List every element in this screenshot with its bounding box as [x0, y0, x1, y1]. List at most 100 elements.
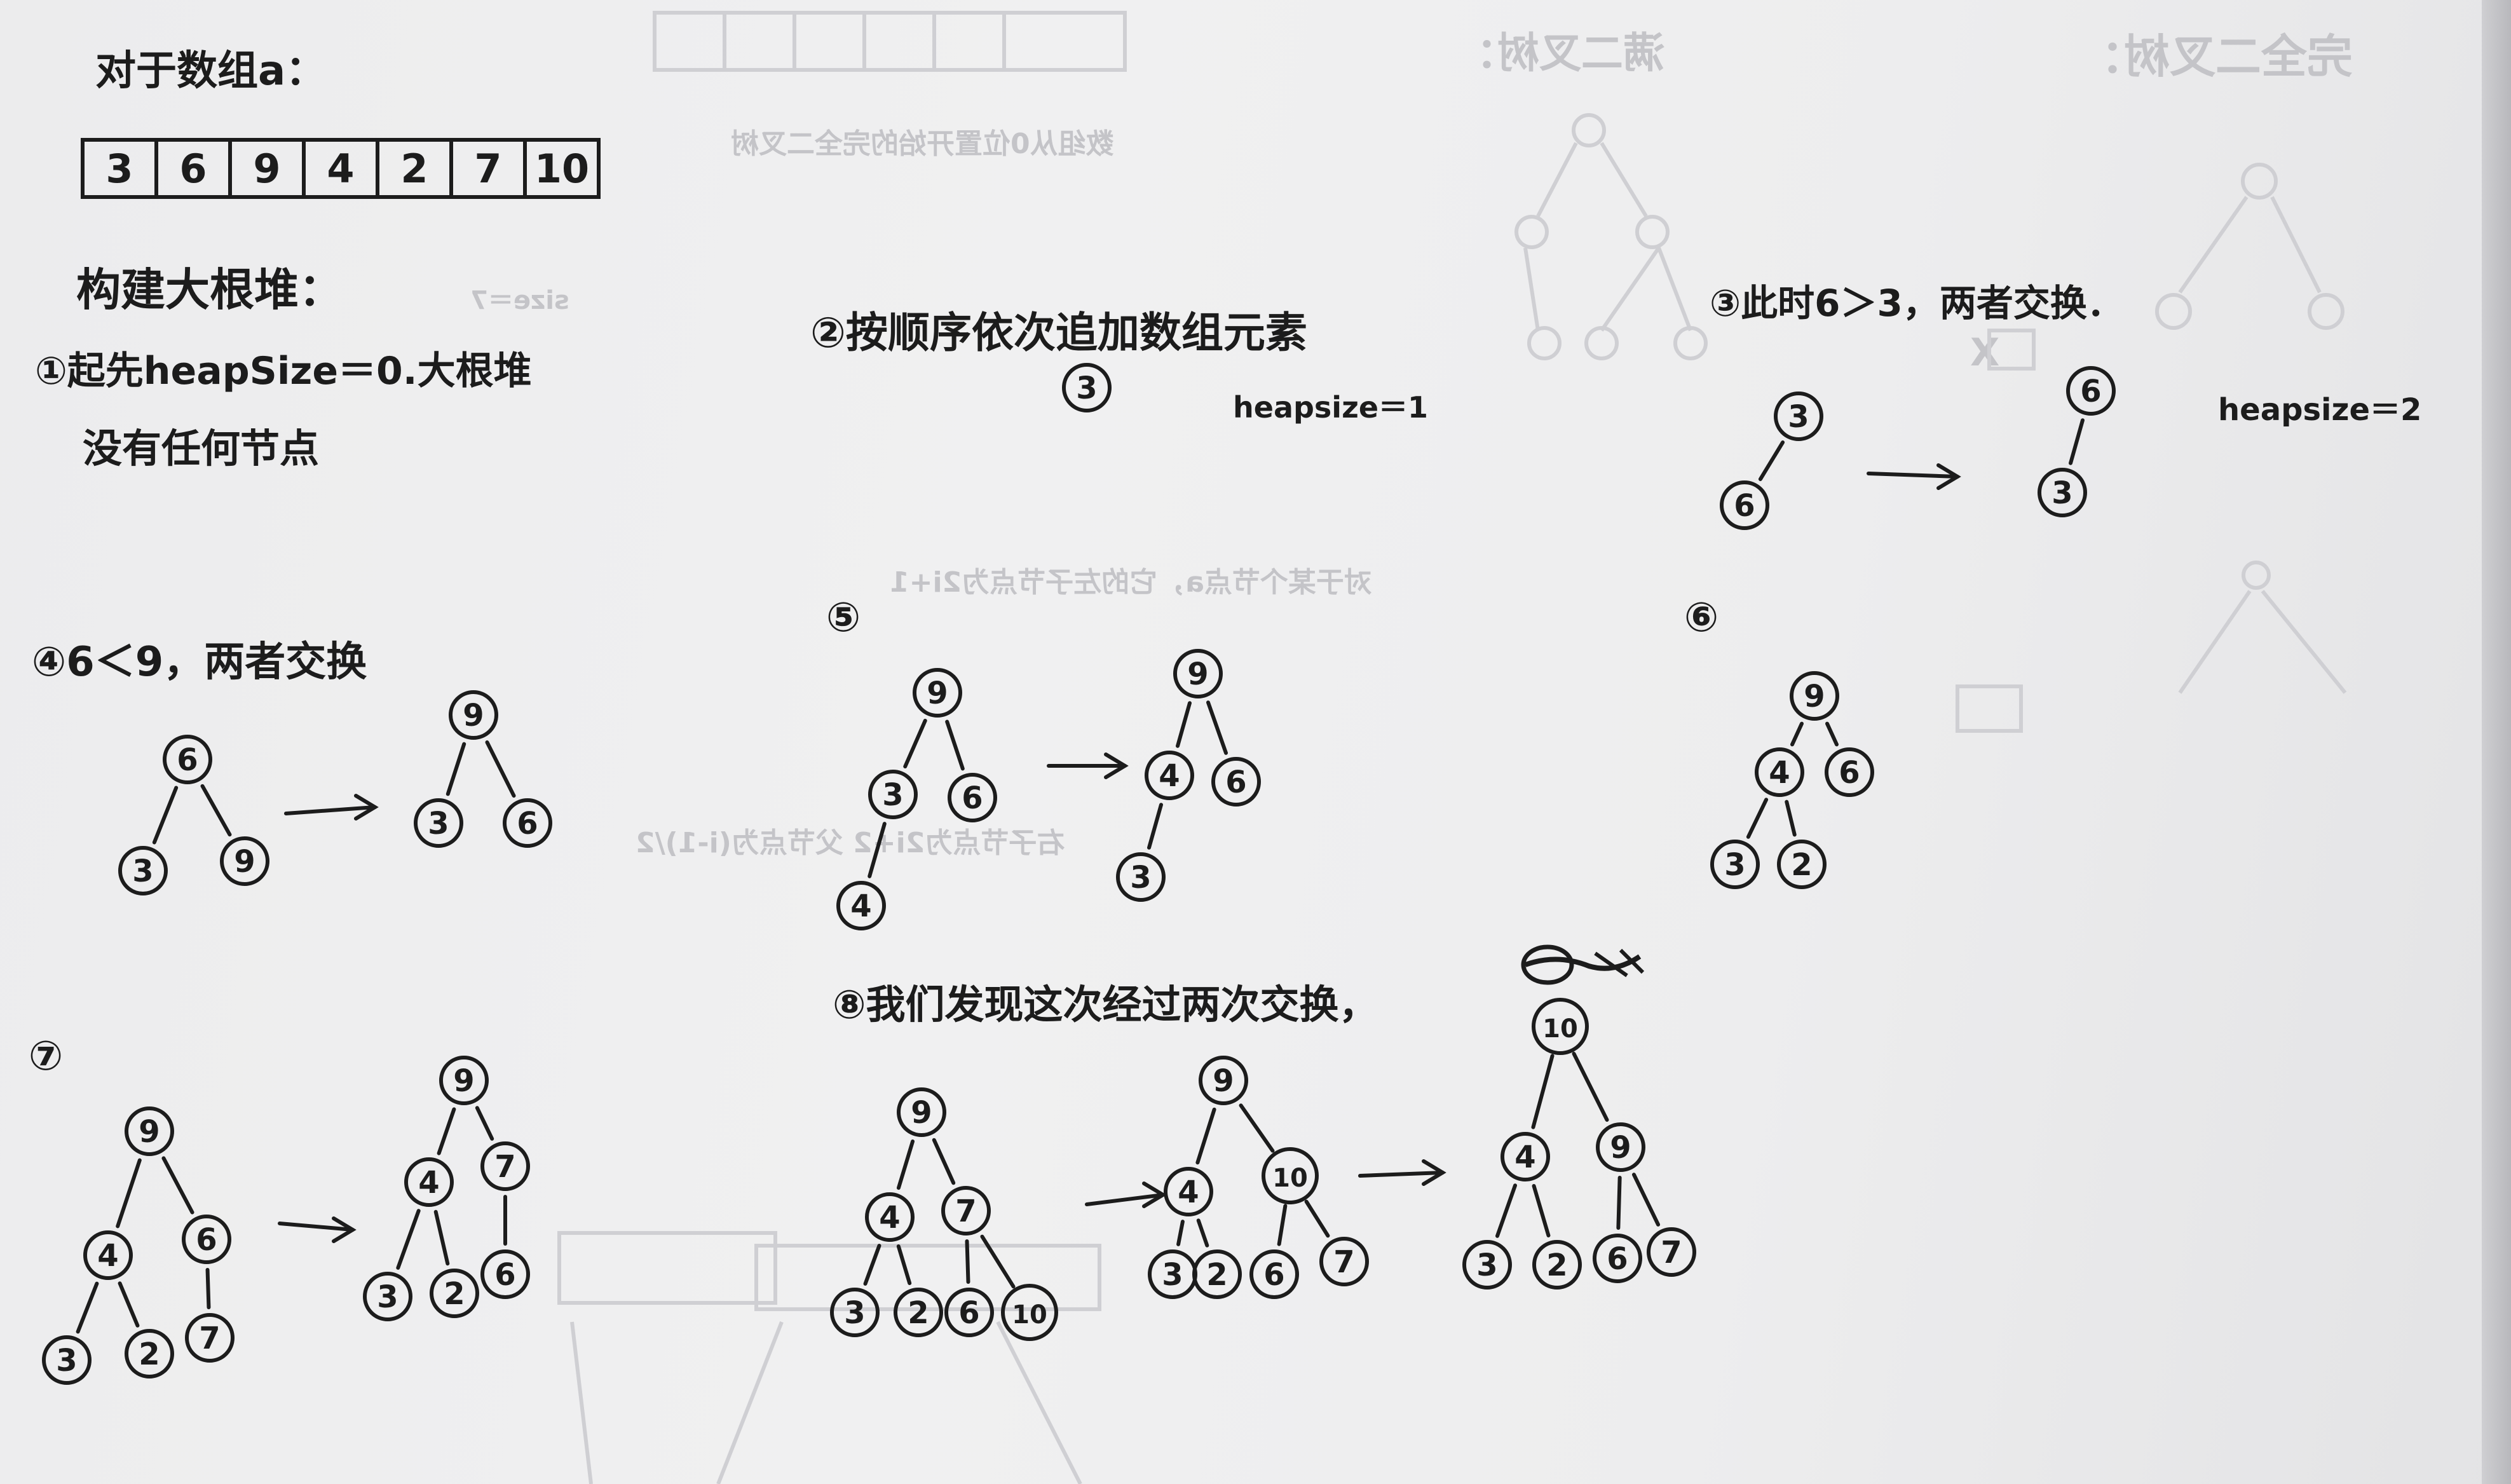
tree-edge [1175, 701, 1192, 748]
tree-node-circle [42, 1335, 92, 1385]
right-arrow-icon [1358, 1159, 1446, 1186]
tree-node-value: 6 [1734, 488, 1755, 524]
tree-node-value: 2 [1546, 1248, 1567, 1283]
tree-node-value: 3 [844, 1295, 865, 1331]
array-cell-value: 7 [474, 146, 501, 192]
tree-edge [932, 1138, 956, 1185]
tree-node-circle [1774, 391, 1823, 441]
tree-node-circle [363, 1272, 412, 1321]
tree-node-circle [185, 1313, 235, 1363]
tree-edge [1631, 1173, 1661, 1227]
array-cell-value: 9 [253, 146, 280, 192]
tree-edge [1572, 1051, 1609, 1122]
tree-node-value: 3 [428, 806, 449, 841]
tree-edge [1532, 1184, 1551, 1237]
tree-edge [965, 1239, 970, 1284]
tree-d3a: 36 [1720, 391, 1823, 530]
tree-node-value: 3 [1130, 860, 1151, 895]
tree-node-value: 2 [1791, 847, 1812, 883]
tree-node-circle [894, 1288, 943, 1337]
tree-node-circle [941, 1186, 991, 1236]
tree-node-value: 4 [879, 1200, 900, 1236]
tree-node-circle [1211, 757, 1261, 807]
tree-node-value: 3 [1476, 1248, 1497, 1283]
tree-edge [116, 1158, 142, 1229]
tree-node-value: 10 [1012, 1300, 1047, 1330]
tree-node-circle [1720, 480, 1769, 530]
tree-node-value: 6 [1607, 1241, 1628, 1277]
step8-caption: ⑧我们发现这次经过两次交换， [833, 981, 1378, 1028]
tree-node-circle [125, 1329, 174, 1378]
tree-edge [896, 1139, 915, 1190]
tree-node-value: 3 [2052, 475, 2072, 511]
step7-caption: ⑦ [29, 1033, 64, 1080]
tree-node-circle [220, 836, 269, 886]
tree-node-value: 6 [962, 780, 983, 816]
tree-node-value: 2 [444, 1276, 465, 1312]
tree-node-circle [1262, 1147, 1319, 1204]
array-frame [81, 138, 601, 199]
tree-node-value: 7 [199, 1321, 220, 1356]
tree-node-circle [414, 798, 463, 848]
tree-node-value: 3 [1076, 371, 1097, 406]
tree-node-value: 7 [1661, 1235, 1682, 1270]
tree-edge [200, 784, 232, 837]
tree-node-value: 4 [97, 1238, 118, 1274]
tree-edge [1825, 721, 1839, 747]
tree-edge [903, 718, 927, 769]
tree-edge [1785, 800, 1797, 837]
tree-node-circle [449, 690, 498, 740]
tree-node-circle [897, 1087, 946, 1137]
tree-node-circle [1710, 840, 1760, 889]
tree-edge [896, 1244, 912, 1286]
tree-node-value: 4 [1514, 1140, 1535, 1175]
tree-node-circle [865, 1192, 915, 1242]
tree-node-value: 7 [1333, 1244, 1354, 1280]
step4-caption: ④6＜9，两者交换 [32, 639, 367, 686]
tree-node-circle [1199, 1056, 1248, 1105]
intro-line-1: ①起先heapSize＝0.大根堆 [35, 349, 532, 393]
tree-node-value: 9 [234, 844, 255, 880]
tree-node-circle [913, 668, 962, 718]
tree-node-circle [480, 1249, 530, 1299]
tree-node-value: 2 [908, 1295, 929, 1331]
tree-node-circle [1145, 751, 1194, 800]
tree-node-value: 9 [1187, 657, 1208, 692]
tree-d2: 3 [1062, 363, 1112, 412]
tree-node-value: 6 [958, 1295, 979, 1331]
tree-node-value: 9 [1610, 1130, 1631, 1166]
array-title: 对于数组a： [95, 48, 327, 95]
tree-node-circle [83, 1230, 133, 1280]
tree-edge [1495, 1183, 1518, 1238]
tree-node-value: 9 [911, 1095, 932, 1131]
right-arrow-icon [1047, 752, 1129, 779]
tree-node-circle [1462, 1240, 1512, 1290]
tree-edge [433, 1209, 450, 1266]
tree-node-circle [118, 846, 168, 895]
tree-node-circle [1062, 363, 1112, 412]
tree-edge [152, 786, 179, 845]
tree-node-circle [1532, 1240, 1582, 1290]
tree-node-circle [439, 1056, 489, 1105]
step2-caption: ②按顺序依次追加数组元素 [810, 308, 1307, 357]
tree-node-circle [1647, 1227, 1696, 1277]
tree-edge [868, 822, 887, 878]
tree-node-value: 6 [177, 742, 198, 778]
step3-caption: ③此时6＞3，两者交换． [1710, 282, 2124, 325]
tree-edge [1531, 1054, 1555, 1129]
tree-node-value: 6 [1839, 755, 1860, 791]
tree-edge [1790, 721, 1804, 747]
tree-edge [1206, 700, 1228, 755]
tree-node-value: 6 [517, 806, 538, 841]
tree-node-value: 9 [453, 1063, 474, 1099]
tree-node-circle [480, 1141, 530, 1191]
tree-node-value: 6 [196, 1222, 217, 1258]
step6-caption: ⑥ [1684, 594, 1719, 641]
